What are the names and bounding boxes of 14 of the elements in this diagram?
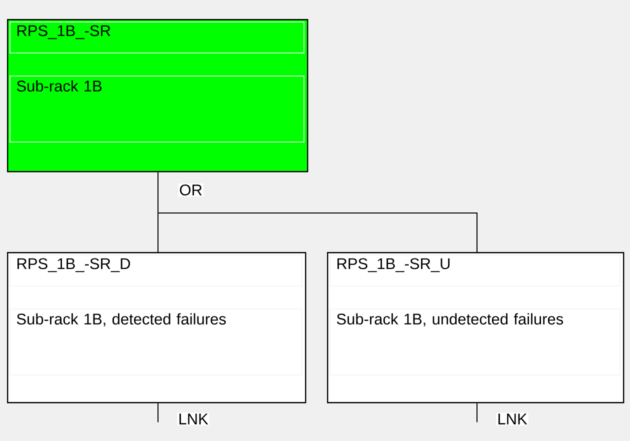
event-name: RPS_1B_-SR_D bbox=[17, 258, 130, 272]
edge-label: LNK bbox=[177, 412, 210, 426]
connector-line bbox=[476, 402, 478, 423]
connector-line bbox=[158, 172, 478, 252]
event-box bbox=[327, 252, 624, 404]
event-box bbox=[7, 19, 308, 172]
edge-label: OR bbox=[178, 184, 204, 196]
event-name: RPS_1B_-SR_U bbox=[337, 258, 450, 272]
event-description: Sub-rack 1B, undetected failures bbox=[336, 313, 564, 326]
event-description: Sub-rack 1B bbox=[16, 80, 102, 92]
event-name: RPS_1B_-SR bbox=[17, 25, 110, 40]
event-description: Sub-rack 1B, detected failures bbox=[16, 313, 226, 326]
edge-label: LNK bbox=[496, 412, 528, 426]
event-box bbox=[7, 252, 306, 404]
